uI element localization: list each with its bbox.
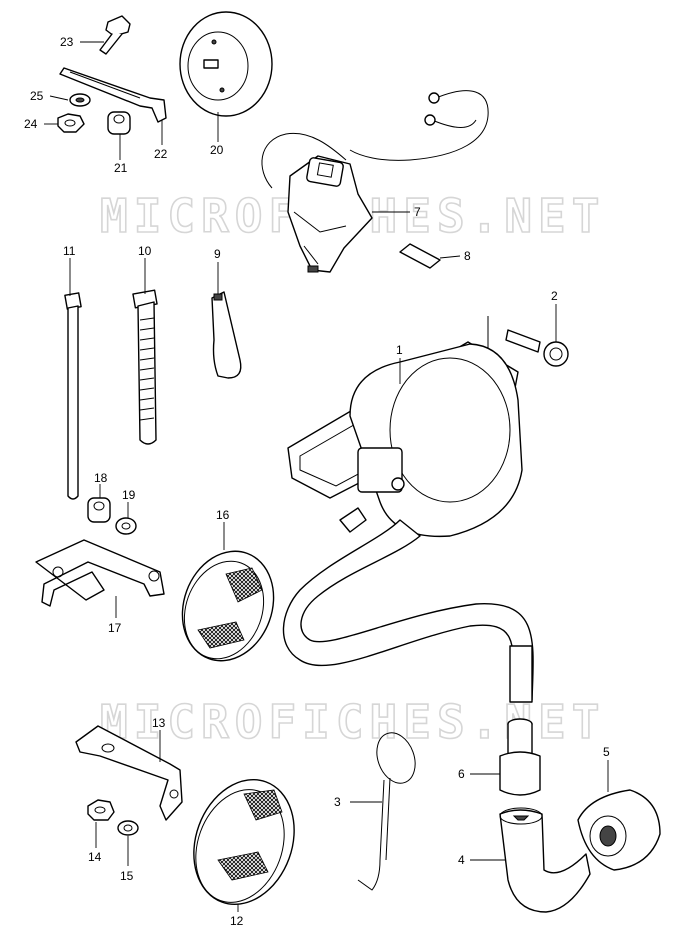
part-10-cable-tie [132,289,158,445]
part-9-clamp [211,291,242,379]
part-7-switch [261,90,489,273]
callout-1: 1 [396,343,403,357]
callout-6: 6 [458,767,465,781]
callout-20: 20 [210,143,224,157]
part-6-connector [499,718,541,796]
callout-8: 8 [464,249,471,263]
part-15-lock-washer [117,820,139,836]
callout-11: 11 [63,244,76,258]
part-14-nut [87,799,115,821]
part-17-bracket [35,539,165,607]
callout-10: 10 [138,244,152,258]
callout-21: 21 [114,161,128,175]
callout-14: 14 [88,850,102,864]
part-12-reflector [193,778,295,906]
part-5-boot [577,789,661,871]
part-4-plug-cap [499,807,591,913]
callout-24: 24 [24,117,38,131]
ht-lead [282,519,534,703]
part-24-nut [57,113,85,133]
callout-19: 19 [122,488,136,502]
callout-4: 4 [458,853,465,867]
part-18-nut [87,497,111,523]
callout-23: 23 [60,35,74,49]
part-16-reflector [181,550,275,662]
callout-15: 15 [120,869,134,883]
part-21-collar [107,111,131,135]
part-19-lock-washer [115,517,137,535]
part-22-bracket [59,67,167,123]
callout-5: 5 [603,745,610,759]
part-1-ignition-coil [287,341,523,538]
part-25-washer [69,93,91,107]
part-3-wire-clip [357,732,416,891]
part-8-label [399,243,441,269]
part-23-bolt [99,15,131,55]
part-20-disc [179,11,273,117]
callout-7: 7 [414,205,421,219]
callout-9: 9 [214,247,221,261]
part-11-cable-tie [64,292,82,500]
callout-12: 12 [230,914,244,928]
part-13-bracket [75,725,183,821]
callout-labels: 23 20 22 25 24 21 7 8 11 10 9 2 1 18 19 … [24,35,610,928]
callout-18: 18 [94,471,108,485]
callout-2: 2 [551,289,558,303]
callout-16: 16 [216,508,230,522]
leader-lines [44,41,609,912]
callout-22: 22 [154,147,168,161]
callout-3: 3 [334,795,341,809]
callout-13: 13 [152,716,166,730]
callout-17: 17 [108,621,122,635]
callout-25: 25 [30,89,44,103]
